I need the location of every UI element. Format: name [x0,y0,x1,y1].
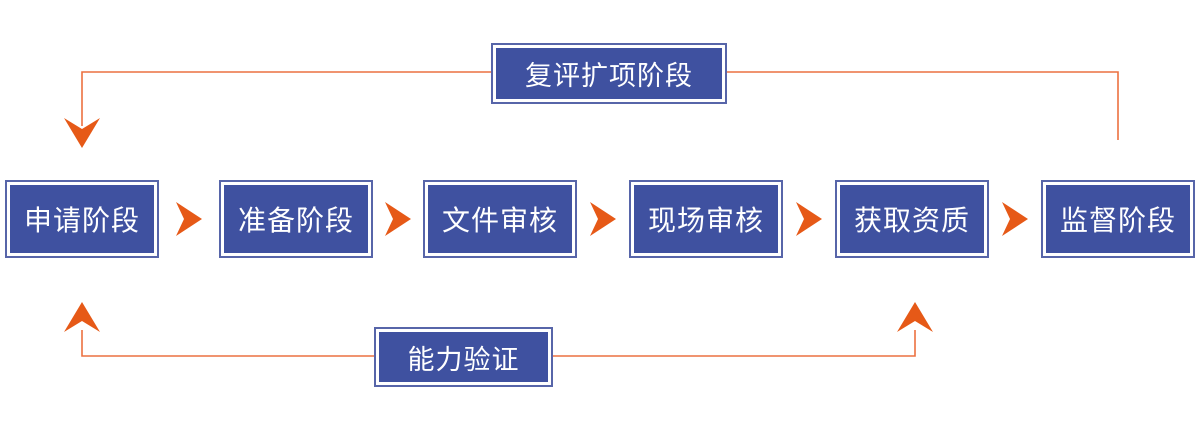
flow-chevron-right-icon [590,202,616,236]
arrow-up-icon [897,302,933,332]
stage-box-application: 申请阶段 [5,180,159,258]
stage-label: 获取资质 [840,185,984,253]
flow-chevron-right-icon [1002,202,1028,236]
stage-box-onsite-review: 现场审核 [629,180,783,258]
stage-label: 现场审核 [634,185,778,253]
arrow-down-icon [64,118,100,148]
flow-chevron-right-icon [385,202,411,236]
stage-label: 准备阶段 [224,185,368,253]
flow-chevron-right-icon [176,202,202,236]
flow-chevron-right-icon [796,202,822,236]
arrow-up-icon [64,302,100,332]
stage-box-obtain-qualification: 获取资质 [835,180,989,258]
stage-box-document-review: 文件审核 [423,180,577,258]
stage-label: 申请阶段 [10,185,154,253]
loop-label: 复评扩项阶段 [496,48,722,99]
loop-label: 能力验证 [379,332,548,382]
stage-box-supervision: 监督阶段 [1041,180,1195,258]
stage-label: 文件审核 [428,185,572,253]
loop-box-proficiency-testing: 能力验证 [374,327,553,387]
stage-label: 监督阶段 [1046,185,1190,253]
loop-box-reassessment-expansion: 复评扩项阶段 [491,43,727,104]
stage-box-preparation: 准备阶段 [219,180,373,258]
